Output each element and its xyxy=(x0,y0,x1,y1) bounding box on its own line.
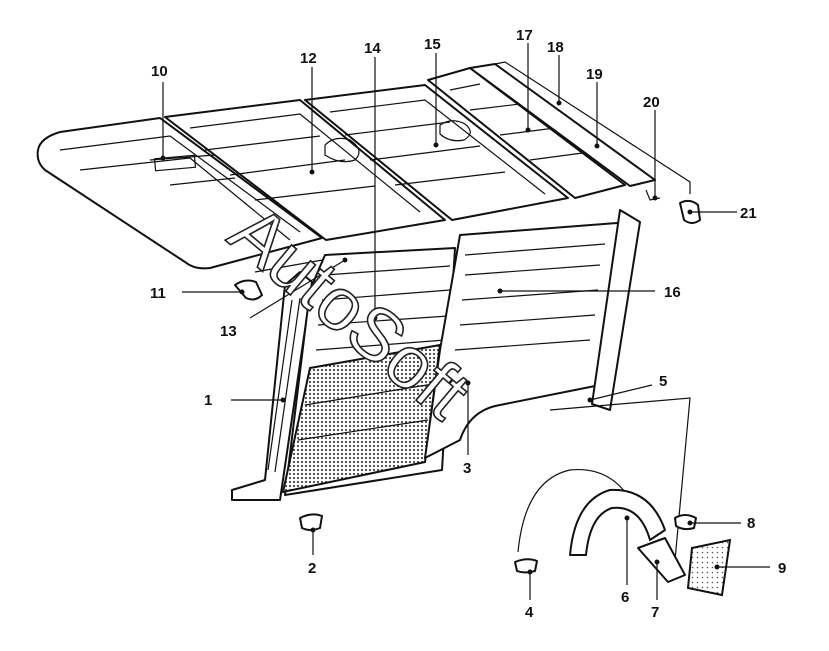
callout-14: 14 xyxy=(364,40,381,57)
callout-18: 18 xyxy=(547,39,564,56)
clip-2 xyxy=(299,513,323,531)
clip-11 xyxy=(234,279,263,301)
callout-1: 1 xyxy=(204,392,212,409)
rear-pillar-trim xyxy=(591,209,641,411)
callout-12: 12 xyxy=(300,50,317,67)
callout-9: 9 xyxy=(778,560,786,577)
bracket-7 xyxy=(637,537,686,583)
mesh-panel xyxy=(281,343,442,494)
callout-7: 7 xyxy=(651,604,659,621)
callout-2: 2 xyxy=(308,560,316,577)
clip-4 xyxy=(514,558,538,574)
callout-6: 6 xyxy=(621,589,629,606)
pad-9 xyxy=(686,538,732,597)
callout-20: 20 xyxy=(643,94,660,111)
wheel-arch-6 xyxy=(569,488,666,556)
callout-labels: 1 2 3 4 5 6 7 8 9 10 11 12 13 14 15 16 1… xyxy=(150,27,786,621)
callout-11: 11 xyxy=(150,285,166,302)
callout-8: 8 xyxy=(747,515,755,532)
headliner-panel-15 xyxy=(304,84,569,221)
clip-8 xyxy=(674,514,697,531)
headliner-panel-17 xyxy=(427,67,626,199)
side-panel-outline-5 xyxy=(517,397,691,561)
callout-15: 15 xyxy=(424,36,441,53)
callout-19: 19 xyxy=(586,66,603,83)
callout-10: 10 xyxy=(151,63,168,80)
callout-4: 4 xyxy=(525,604,534,621)
callout-3: 3 xyxy=(463,460,471,477)
pillar-trim-1 xyxy=(231,271,313,501)
callout-16: 16 xyxy=(664,284,681,301)
callout-17: 17 xyxy=(516,27,533,44)
headliner-panel-10 xyxy=(36,117,323,270)
callout-13: 13 xyxy=(220,323,237,340)
callout-21: 21 xyxy=(740,205,757,222)
leader-lines xyxy=(160,43,770,600)
callout-5: 5 xyxy=(659,373,667,390)
side-wall-panel-16 xyxy=(424,221,631,459)
